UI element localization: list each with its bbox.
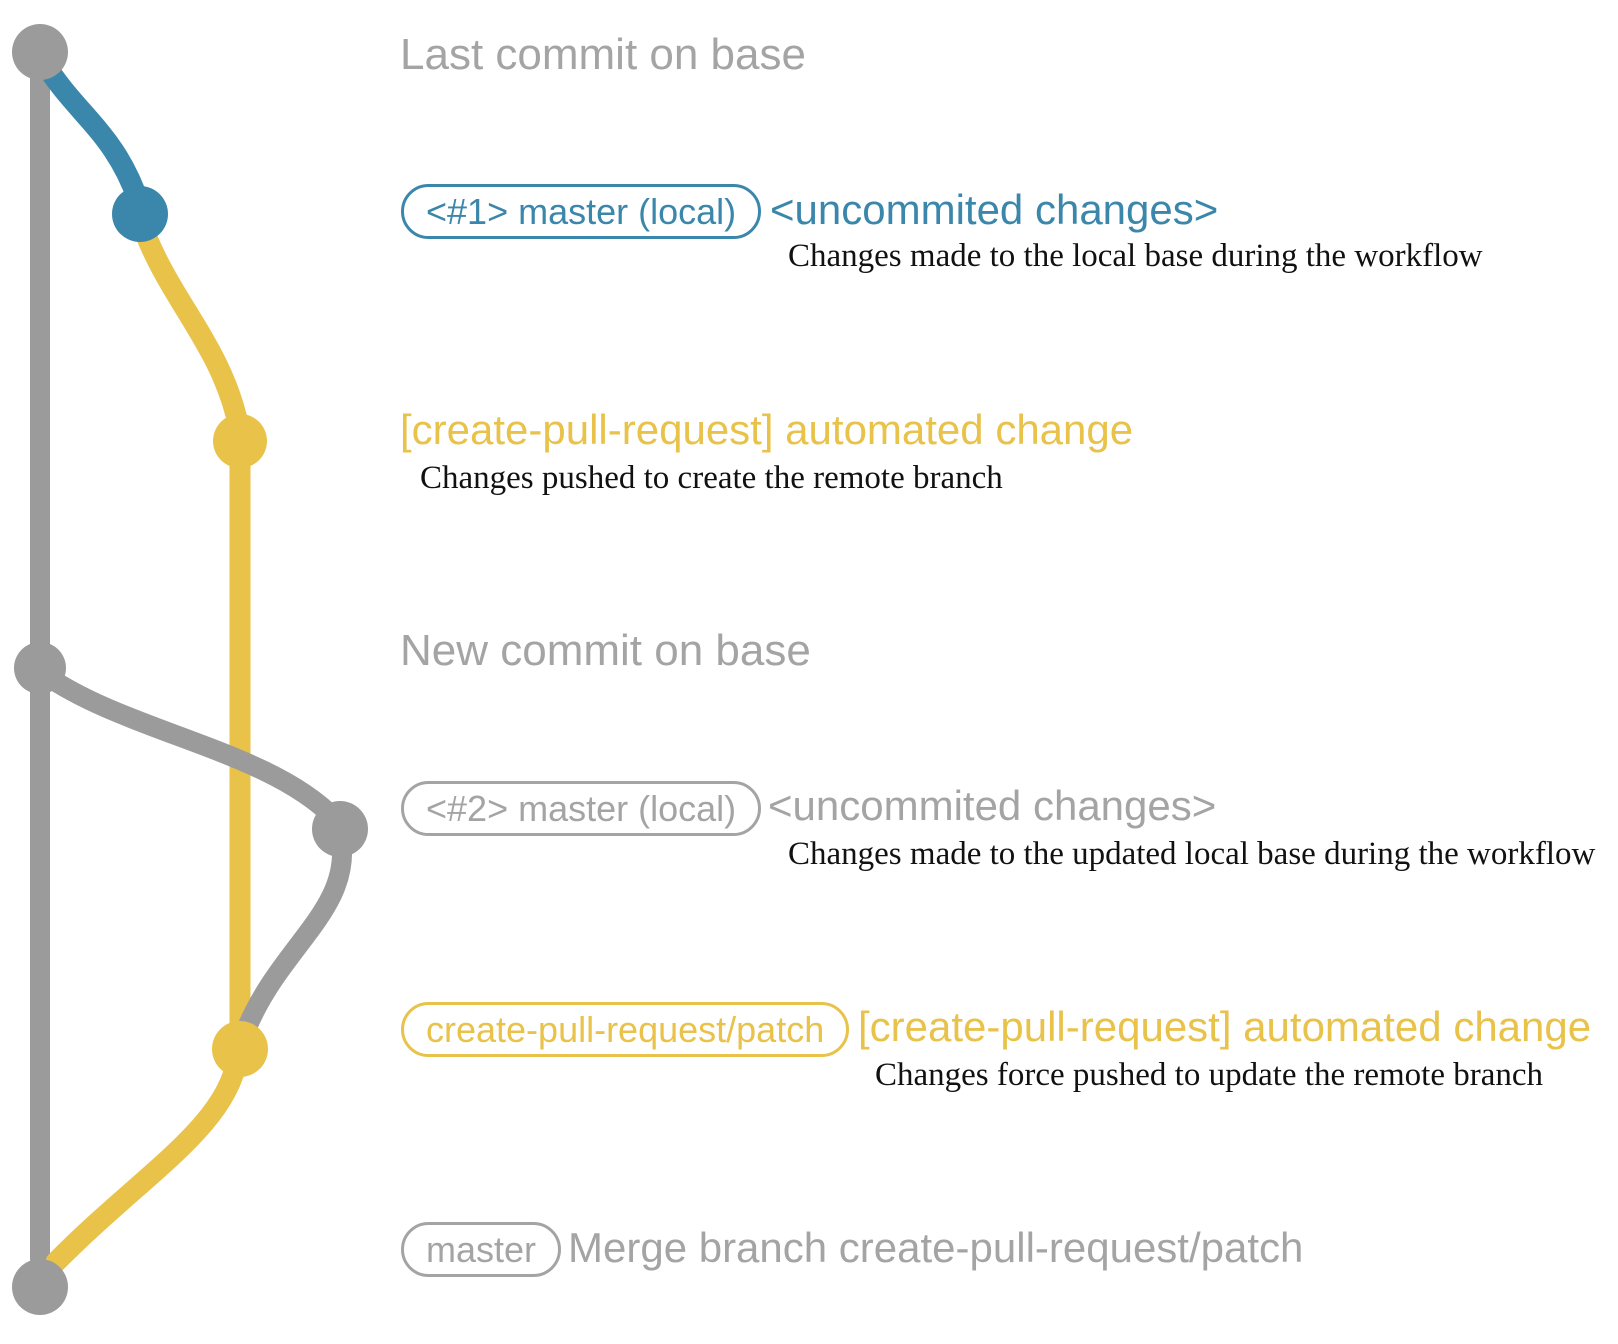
commit-node-last-commit-on-base: [12, 24, 68, 80]
edge-local-2-to-patch-commit-2: [236, 828, 353, 1040]
commit-description-3: Changes made to the updated local base d…: [788, 836, 1596, 872]
commit-description-1: Changes made to the local base during th…: [788, 238, 1483, 274]
commit-node-merge-commit: [12, 1259, 68, 1315]
commit-description-4: Changes force pushed to update the remot…: [875, 1057, 1544, 1093]
label-new-commit-on-base: New commit on base: [400, 626, 811, 675]
commit-message-uncommited-changes-1: <uncommited changes>: [770, 186, 1219, 233]
edge-patch-to-merge-commit: [45, 1045, 249, 1273]
commit-node-local-commit-1: [112, 186, 168, 242]
commit-node-local-commit-2: [312, 801, 368, 857]
branch-badge-master: master: [401, 1222, 562, 1277]
label-last-commit-on-base: Last commit on base: [400, 30, 806, 79]
commit-description-2: Changes pushed to create the remote bran…: [420, 460, 1003, 496]
branch-badge-master-local-1: <#1> master (local): [401, 184, 762, 239]
commit-node-new-commit-on-base: [14, 642, 66, 694]
edge-base-to-local-commit-2: [34, 664, 344, 828]
commit-message-automated-change-1: [create-pull-request] automated change: [400, 406, 1134, 453]
edge-local-to-patch-commit-1: [130, 211, 250, 439]
branch-badge-master-local-2: <#2> master (local): [401, 781, 762, 836]
commit-message-merge-branch: Merge branch create-pull-request/patch: [568, 1224, 1304, 1271]
branch-badge-create-pull-request-patch: create-pull-request/patch: [401, 1002, 850, 1057]
commit-node-patch-commit-2: [212, 1021, 268, 1077]
commit-message-uncommited-changes-2: <uncommited changes>: [768, 782, 1217, 829]
commit-message-automated-change-2: [create-pull-request] automated change: [858, 1003, 1592, 1050]
edge-base-to-local-commit-1: [34, 53, 150, 214]
commit-node-patch-commit-1: [213, 414, 267, 468]
